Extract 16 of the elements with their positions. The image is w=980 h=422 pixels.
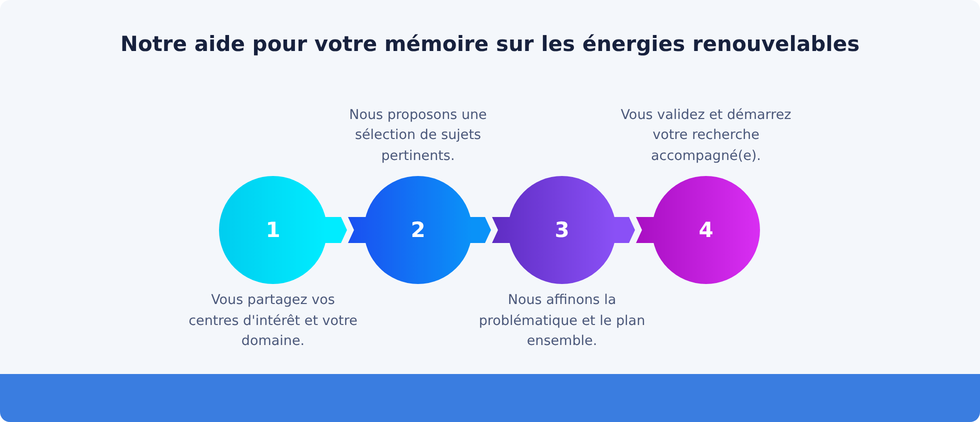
chevron-arrow xyxy=(324,217,347,243)
step-circle xyxy=(219,176,327,284)
step-circle xyxy=(636,176,760,284)
step-description: Vous partagez vos centres d'intérêt et votre domaine. xyxy=(188,291,358,351)
diagram-title: Notre aide pour votre mémoire sur les énergies renouvelables xyxy=(120,32,860,56)
step-circle xyxy=(492,176,616,284)
step-number: 2 xyxy=(410,218,426,242)
chevron-arrow xyxy=(469,217,491,243)
step-number: 3 xyxy=(554,218,570,242)
step-description: Vous validez et démarrez votre recherche accompagné(e). xyxy=(620,106,792,166)
step-circle xyxy=(348,176,472,284)
step-description: Nous affinons la problématique et le plan ensemble. xyxy=(478,291,646,351)
chevron-arrow xyxy=(613,217,635,243)
step-number: 4 xyxy=(698,218,714,242)
step-description: Nous proposons une sélection de sujets pertinents. xyxy=(348,106,488,166)
step-number: 1 xyxy=(264,218,282,242)
